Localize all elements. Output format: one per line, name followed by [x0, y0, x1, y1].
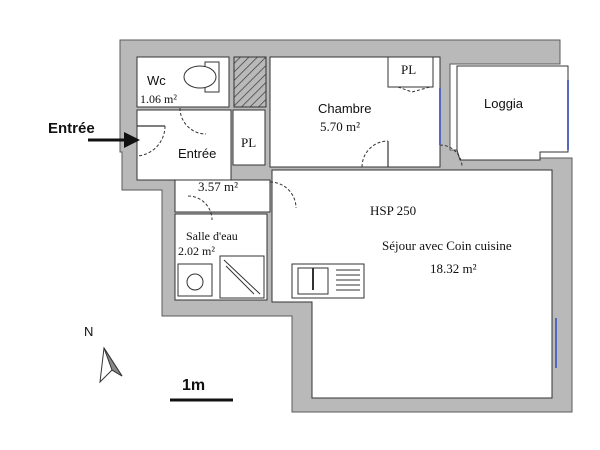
loggia-room [456, 65, 569, 161]
hall-door-arc [269, 181, 297, 209]
windows [439, 80, 569, 368]
entree-label: Entrée [178, 146, 216, 161]
loggia-label: Loggia [484, 96, 524, 111]
entrance-arrow-icon [88, 132, 140, 148]
drainer-icon [336, 269, 360, 291]
pl-top-door-arc [397, 86, 431, 93]
hsp-label: HSP 250 [370, 203, 416, 218]
entree-room [136, 109, 232, 181]
salle-deau-area: 2.02 m² [178, 244, 215, 258]
chambre-area: 5.70 m² [320, 119, 360, 134]
doors [136, 86, 463, 221]
toilet-icon [183, 61, 220, 93]
chambre-label: Chambre [318, 101, 371, 116]
pl-entree-closet [232, 109, 266, 166]
sejour-area: 18.32 m² [430, 261, 477, 276]
wc-area: 1.06 m² [140, 92, 177, 106]
rooms [136, 56, 569, 399]
duct-hatched [233, 56, 267, 108]
bathroom-fixtures [177, 255, 265, 299]
kitchen-counter [291, 263, 365, 299]
pl-entree-label: PL [241, 135, 256, 150]
chambre-door-arc [361, 140, 389, 168]
entrance-label: Entrée [48, 120, 95, 137]
wc-door-arc [179, 107, 207, 135]
entrance-door-arc [136, 125, 166, 157]
pl-top-label: PL [401, 62, 416, 77]
loggia-door-arc [439, 144, 463, 168]
sejour-room [271, 169, 553, 399]
north-arrow-icon [99, 346, 123, 384]
north-label: N [84, 324, 93, 339]
pl-top-closet [387, 56, 434, 88]
scale-label: 1m [182, 377, 205, 394]
sejour-label: Séjour avec Coin cuisine [382, 238, 512, 253]
salle-deau-label: Salle d'eau [186, 229, 238, 243]
entree-area: 3.57 m² [198, 179, 238, 194]
wc-label: Wc [147, 73, 166, 88]
